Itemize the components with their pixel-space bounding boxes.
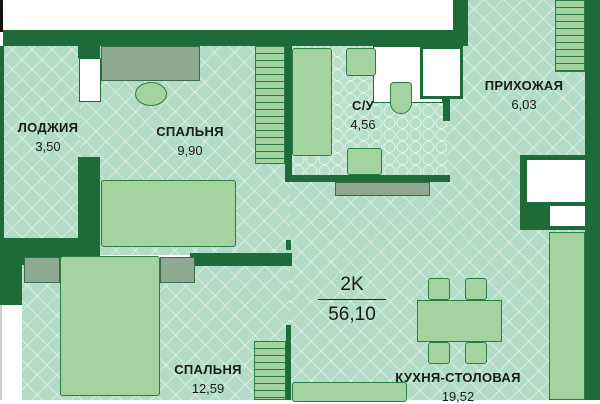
room-name: СПАЛЬНЯ [156,124,224,139]
apartment-total-area: 56,10 [328,304,376,325]
room-label-bedroom-2: СПАЛЬНЯ 12,59 [174,362,242,396]
bedside-table [160,257,195,283]
wall [453,0,468,46]
apartment-summary: 2K 56,10 [318,274,386,326]
kitchen-counter [549,232,585,400]
sink [347,148,382,175]
room-label-bedroom-1: СПАЛЬНЯ 9,90 [156,124,224,158]
wall [190,253,292,266]
wall [78,46,100,58]
room-area: 4,56 [350,117,376,132]
bedside-table [24,257,60,283]
wall [0,46,4,240]
apartment-type: 2K [318,274,386,300]
room-label-kitchen: КУХНЯ-СТОЛОВАЯ 19,52 [395,370,520,404]
bedroom-wardrobe [254,341,286,400]
shaft [550,206,585,226]
wall [286,240,291,250]
wall [285,46,292,182]
room-name: С/У [352,98,374,113]
room-area: 3,50 [35,139,61,154]
hall-wardrobe [555,0,585,72]
room-label-loggia: ЛОДЖИЯ 3,50 [18,120,79,154]
wall [285,175,450,182]
dining-chair [465,342,487,364]
room-name: СПАЛЬНЯ [174,362,242,377]
left-window [0,305,22,400]
wall [0,0,3,32]
bed [60,256,160,396]
toilet [390,82,412,114]
room-name: КУХНЯ-СТОЛОВАЯ [395,370,521,385]
dining-table [417,300,502,342]
room-area: 12,59 [191,381,225,396]
sofa [101,180,236,247]
room-label-bathroom: С/У 4,56 [350,98,375,132]
dining-chair [428,342,450,364]
dining-chair [428,278,450,300]
loggia-floor [4,45,80,240]
room-label-hallway: ПРИХОЖАЯ 6,03 [485,78,564,112]
kitchen-floor [290,180,550,400]
bathtub [292,48,332,156]
room-area: 6,03 [511,97,537,112]
couch [292,382,407,402]
wall [78,157,100,265]
wall [286,325,291,400]
shaft [420,46,463,99]
chair [135,82,167,106]
room-area: 19,52 [441,389,475,404]
top-neighbour [3,0,453,30]
loggia-window [79,58,101,102]
cabinet [335,182,430,196]
dining-chair [465,278,487,300]
washing-machine [346,48,376,76]
wardrobe [255,46,285,164]
room-area: 9,90 [177,143,203,158]
room-name: ПРИХОЖАЯ [484,78,564,93]
wall [3,30,468,46]
shaft [527,160,585,202]
room-name: ЛОДЖИЯ [17,120,79,135]
desk [101,46,200,81]
